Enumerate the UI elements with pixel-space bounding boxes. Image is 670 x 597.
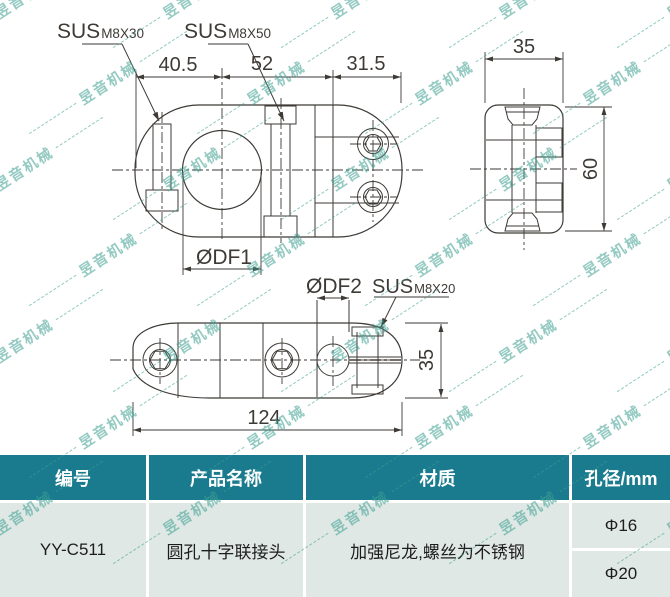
dim-front-right: 31.5: [347, 53, 386, 75]
dim-front-mid: 52: [251, 53, 273, 75]
cell-material: 加强尼龙,螺丝为不锈钢: [306, 503, 569, 597]
cell-product-code: YY-C511: [0, 503, 146, 597]
col-header-bore: 孔径/mm: [572, 455, 670, 500]
bottom-centerlines: [110, 336, 420, 386]
cell-bore-16: Φ16: [572, 503, 670, 548]
front-screw-mid-nut: [263, 215, 298, 238]
dimensions: [132, 52, 612, 436]
dim-bottom-height: 35: [416, 349, 438, 371]
label-sus-m8x30: SUSM8X30: [57, 20, 144, 43]
dim-bottom-length: 124: [247, 407, 280, 429]
side-clamp-block-top: [535, 127, 563, 158]
spec-text: M8X30: [101, 26, 144, 41]
cell-product-name: 圆孔十字联接头: [149, 503, 303, 597]
leader-lines: [82, 43, 449, 328]
bottom-outline: [132, 322, 403, 399]
label-dia-df2: ØDF2: [306, 275, 362, 298]
col-header-code: 编号: [0, 455, 146, 500]
dim-side-width: 35: [513, 36, 535, 58]
dimension-texts: 40.5 52 31.5 35 60 124 35 ØDF1 ØDF2: [159, 36, 602, 429]
side-view: [470, 88, 577, 250]
spec-text: M8X50: [228, 26, 271, 41]
product-table: 编号 产品名称 材质 孔径/mm YY-C511 圆孔十字联接头 加强尼龙,螺丝…: [0, 455, 670, 597]
bottom-screw-nut: [351, 384, 384, 395]
label-sus-m8x50: SUSM8X50: [184, 20, 271, 43]
technical-drawing: 40.5 52 31.5 35 60 124 35 ØDF1 ØDF2 SUSM…: [57, 20, 612, 436]
front-screw-mid-head: [264, 105, 297, 125]
front-centerlines: [112, 68, 424, 243]
side-clamp-block-bottom: [535, 182, 563, 213]
front-view: [112, 68, 424, 243]
front-screw-left-head: [145, 189, 179, 212]
side-centerlines: [470, 88, 577, 250]
bottom-screw-head: [351, 326, 384, 337]
sus-text: SUS: [372, 276, 413, 298]
screw-callouts: SUSM8X30 SUSM8X50 SUSM8X20: [57, 20, 455, 328]
spec-text: M8X20: [414, 281, 455, 296]
sus-text: SUS: [57, 20, 100, 43]
bottom-view: [110, 300, 420, 399]
sus-text: SUS: [184, 20, 227, 43]
dim-side-height: 60: [580, 158, 602, 180]
dim-front-left: 40.5: [159, 54, 198, 76]
cell-bore-20: Φ20: [572, 551, 670, 597]
front-outline: [134, 104, 403, 238]
label-sus-m8x20: SUSM8X20: [372, 276, 455, 298]
label-dia-df1: ØDF1: [196, 246, 252, 269]
side-bolt-head-top: [504, 106, 541, 126]
col-header-material: 材质: [306, 455, 569, 500]
side-bolt-head-bottom: [504, 212, 541, 232]
col-header-name: 产品名称: [149, 455, 303, 500]
